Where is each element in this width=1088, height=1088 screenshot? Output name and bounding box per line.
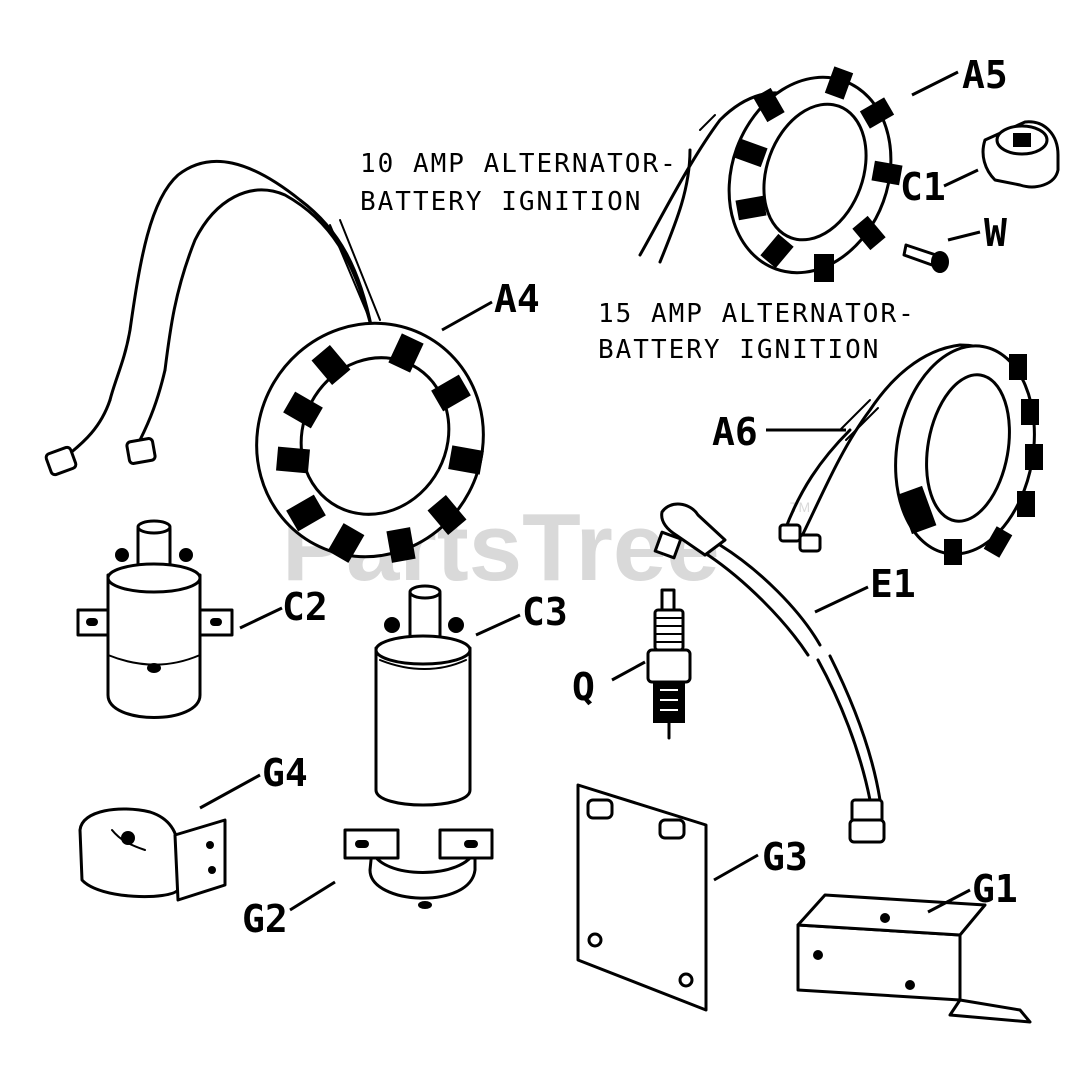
ignition-coil-c3-part[interactable] xyxy=(374,584,472,807)
callout-a4: A4 xyxy=(494,277,540,321)
callout-w: W xyxy=(984,211,1007,255)
ignition-coil-c2-part[interactable] xyxy=(76,519,234,719)
stator-a4-part[interactable] xyxy=(44,159,524,596)
caption-15amp-line2: BATTERY IGNITION xyxy=(598,335,880,365)
callout-c2: C2 xyxy=(282,585,328,629)
clamp-bracket-g4-part[interactable] xyxy=(78,807,227,902)
stator-a5-part[interactable] xyxy=(638,54,917,295)
screw-w-part[interactable] xyxy=(902,243,949,273)
caption-15amp-line1: 15 AMP ALTERNATOR- xyxy=(598,299,916,329)
callout-g4: G4 xyxy=(262,751,308,795)
callout-c3: C3 xyxy=(522,590,568,634)
coil-clamp-g2-part[interactable] xyxy=(343,828,494,909)
callout-a5: A5 xyxy=(962,53,1008,97)
leader-lines xyxy=(199,70,981,914)
callout-c1: C1 xyxy=(900,165,946,209)
callout-q: Q xyxy=(572,665,595,709)
rotor-c1-part[interactable] xyxy=(981,120,1060,189)
mounting-plate-g3-part[interactable] xyxy=(576,783,708,1012)
angle-bracket-g1-part[interactable] xyxy=(796,893,1032,1024)
callout-g3: G3 xyxy=(762,835,808,879)
callout-g1: G1 xyxy=(972,867,1018,911)
callout-g2: G2 xyxy=(242,897,288,941)
stator-a6-part[interactable] xyxy=(778,335,1050,565)
callout-e1: E1 xyxy=(870,562,916,606)
spark-plug-lead-e1-part[interactable] xyxy=(653,502,886,844)
caption-10amp-line1: 10 AMP ALTERNATOR- xyxy=(360,149,678,179)
caption-10amp-line2: BATTERY IGNITION xyxy=(360,187,642,217)
spark-plug-q-part[interactable] xyxy=(646,588,692,740)
callout-a6: A6 xyxy=(712,410,758,454)
